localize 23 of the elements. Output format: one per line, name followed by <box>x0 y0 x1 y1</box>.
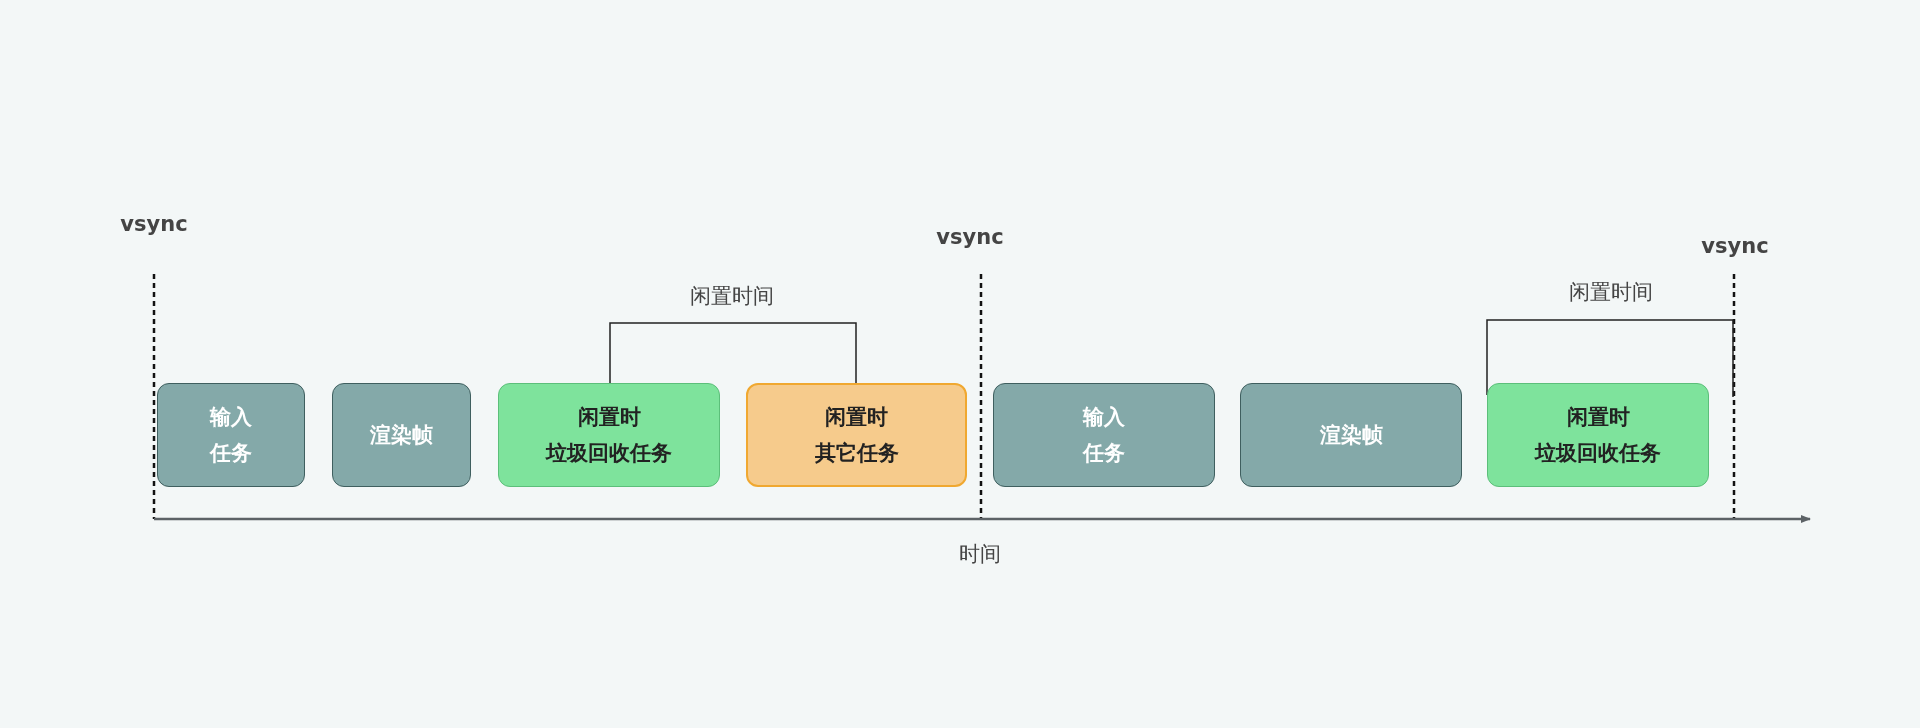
task-box <box>498 383 720 487</box>
interval-label: 闲置时间 <box>1569 279 1653 306</box>
box-text: 垃圾回收任务 <box>546 440 672 467</box>
axis-label: 时间 <box>959 541 1001 568</box>
box-text: 垃圾回收任务 <box>1535 440 1661 467</box>
task-box <box>332 383 471 487</box>
task-box <box>993 383 1215 487</box>
task-box <box>157 383 305 487</box>
vsync-label: vsync <box>1701 234 1769 258</box>
vsync-label: vsync <box>120 212 188 236</box>
task-box <box>1487 383 1709 487</box>
vsync-label: vsync <box>936 225 1004 249</box>
box-text: 渲染帧 <box>1319 422 1383 449</box>
box-text: 其它任务 <box>814 440 899 467</box>
box-text: 闲置时 <box>577 404 641 431</box>
interval-label: 闲置时间 <box>690 283 774 310</box>
box-text: 渲染帧 <box>370 422 433 449</box>
box-text: 输入任务 <box>1081 404 1126 467</box>
box-text: 输入任务 <box>208 404 253 467</box>
task-box <box>746 383 967 487</box>
task-box <box>1240 383 1462 487</box>
box-text: 闲置时 <box>825 404 888 431</box>
box-text: 闲置时 <box>1566 404 1630 431</box>
